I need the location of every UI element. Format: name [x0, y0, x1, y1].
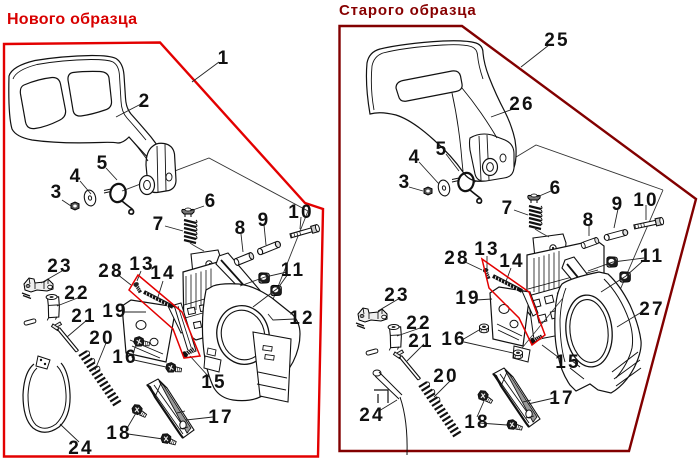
- svg-text:15: 15: [201, 372, 227, 393]
- svg-text:3: 3: [51, 182, 64, 203]
- svg-text:4: 4: [409, 147, 422, 168]
- svg-text:6: 6: [205, 191, 218, 212]
- svg-text:11: 11: [640, 246, 665, 267]
- svg-text:26: 26: [509, 94, 535, 115]
- svg-text:27: 27: [639, 299, 665, 320]
- svg-text:28: 28: [98, 261, 124, 282]
- svg-text:8: 8: [235, 218, 248, 239]
- svg-text:7: 7: [502, 198, 515, 219]
- svg-text:1: 1: [218, 48, 231, 69]
- svg-text:2: 2: [139, 91, 152, 112]
- svg-text:21: 21: [408, 331, 434, 352]
- svg-text:18: 18: [106, 423, 132, 444]
- svg-text:14: 14: [499, 251, 525, 272]
- svg-text:12: 12: [289, 308, 315, 329]
- svg-text:6: 6: [550, 178, 563, 199]
- svg-text:3: 3: [399, 172, 412, 193]
- svg-text:8: 8: [583, 210, 596, 231]
- svg-text:5: 5: [97, 153, 110, 174]
- svg-text:13: 13: [129, 254, 155, 275]
- svg-text:18: 18: [464, 412, 490, 433]
- svg-text:13: 13: [474, 239, 500, 260]
- svg-text:14: 14: [150, 263, 176, 284]
- svg-text:24: 24: [68, 438, 94, 459]
- svg-text:16: 16: [112, 347, 138, 368]
- svg-text:23: 23: [47, 256, 73, 277]
- svg-text:25: 25: [544, 30, 570, 51]
- svg-text:5: 5: [436, 139, 449, 160]
- svg-text:20: 20: [433, 366, 459, 387]
- svg-text:22: 22: [406, 313, 432, 334]
- svg-text:21: 21: [71, 306, 97, 327]
- svg-text:19: 19: [455, 288, 481, 309]
- svg-text:15: 15: [555, 352, 581, 373]
- svg-text:28: 28: [444, 248, 470, 269]
- svg-text:16: 16: [441, 329, 467, 350]
- svg-text:17: 17: [208, 407, 234, 428]
- svg-text:24: 24: [359, 405, 385, 426]
- svg-text:20: 20: [89, 328, 115, 349]
- svg-text:4: 4: [70, 166, 83, 187]
- svg-text:9: 9: [258, 210, 271, 231]
- svg-text:10: 10: [633, 190, 659, 211]
- svg-text:7: 7: [153, 214, 166, 235]
- svg-text:23: 23: [384, 285, 410, 306]
- svg-text:19: 19: [102, 301, 128, 322]
- svg-text:11: 11: [281, 260, 306, 281]
- svg-text:10: 10: [288, 202, 314, 223]
- svg-text:22: 22: [64, 283, 90, 304]
- svg-text:9: 9: [612, 194, 625, 215]
- svg-text:17: 17: [549, 388, 575, 409]
